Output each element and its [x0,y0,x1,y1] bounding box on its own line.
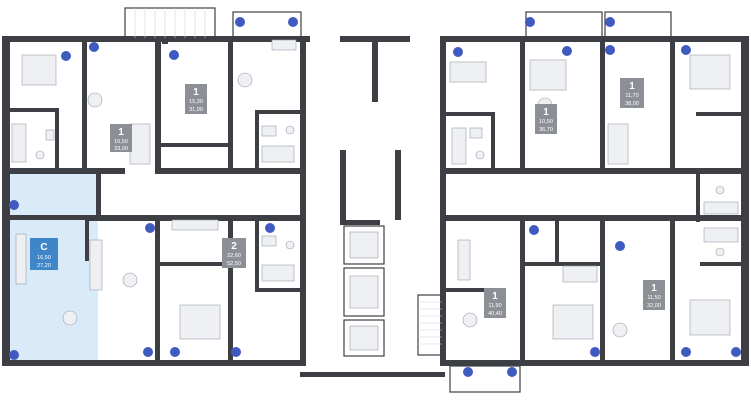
unit-total-area: 38,00 [625,101,639,107]
unit-total-area: 36,70 [539,127,553,133]
outer-walls [2,36,749,377]
unit-total-area: 31,90 [189,107,203,113]
sofa-icon [15,59,731,336]
unit-rooms: 1 [629,81,635,92]
unit-total-area: 52,50 [227,261,241,267]
stairs-icon [124,7,443,356]
unit-living-area: 11,70 [625,93,638,99]
unit-badge[interactable]: 1 11,90 40,40 [484,288,506,318]
unit-badge[interactable]: 1 11,50 32,00 [643,280,665,310]
unit-badge[interactable]: 1 10,50 33,00 [110,124,132,152]
unit-badge[interactable]: 1 11,70 38,00 [620,78,644,108]
unit-badge-highlighted[interactable]: C 16,50 27,20 [30,238,58,270]
bathtub-icon [11,61,739,283]
interior-walls-right [446,42,741,361]
unit-living-area: 15,30 [189,99,203,105]
unit-living-area: 10,50 [539,119,553,125]
bed-icon [21,54,731,340]
unit-rooms: 1 [118,127,124,138]
unit-rooms: 1 [651,283,657,294]
unit-total-area: 32,00 [647,303,661,309]
unit-badge[interactable]: 1 10,50 36,70 [535,104,557,134]
toilet-icon [35,125,725,257]
unit-total-area: 33,00 [114,146,128,152]
unit-rooms: 2 [231,241,237,252]
building-core [124,7,443,357]
unit-rooms: 1 [193,87,199,98]
unit-living-area: 11,90 [488,303,501,309]
plant-icon [9,17,741,377]
unit-badge[interactable]: 2 22,60 52,50 [222,238,246,268]
unit-living-area: 10,50 [114,139,128,145]
interior-walls-left [10,42,300,361]
furniture [11,39,739,340]
unit-rooms: C [40,242,47,253]
unit-badge[interactable]: 1 15,30 31,90 [185,84,207,114]
table-icon [62,72,628,338]
unit-living-area: 22,60 [227,253,241,259]
unit-rooms: 1 [543,107,549,118]
stove-icon [89,39,629,291]
unit-total-area: 27,20 [37,263,51,269]
elevator-icon [349,231,379,351]
unit-living-area: 16,50 [37,255,51,261]
unit-living-area: 11,50 [647,295,660,301]
sink-icon [45,125,483,247]
unit-rooms: 1 [492,291,498,302]
unit-total-area: 40,40 [488,311,502,317]
